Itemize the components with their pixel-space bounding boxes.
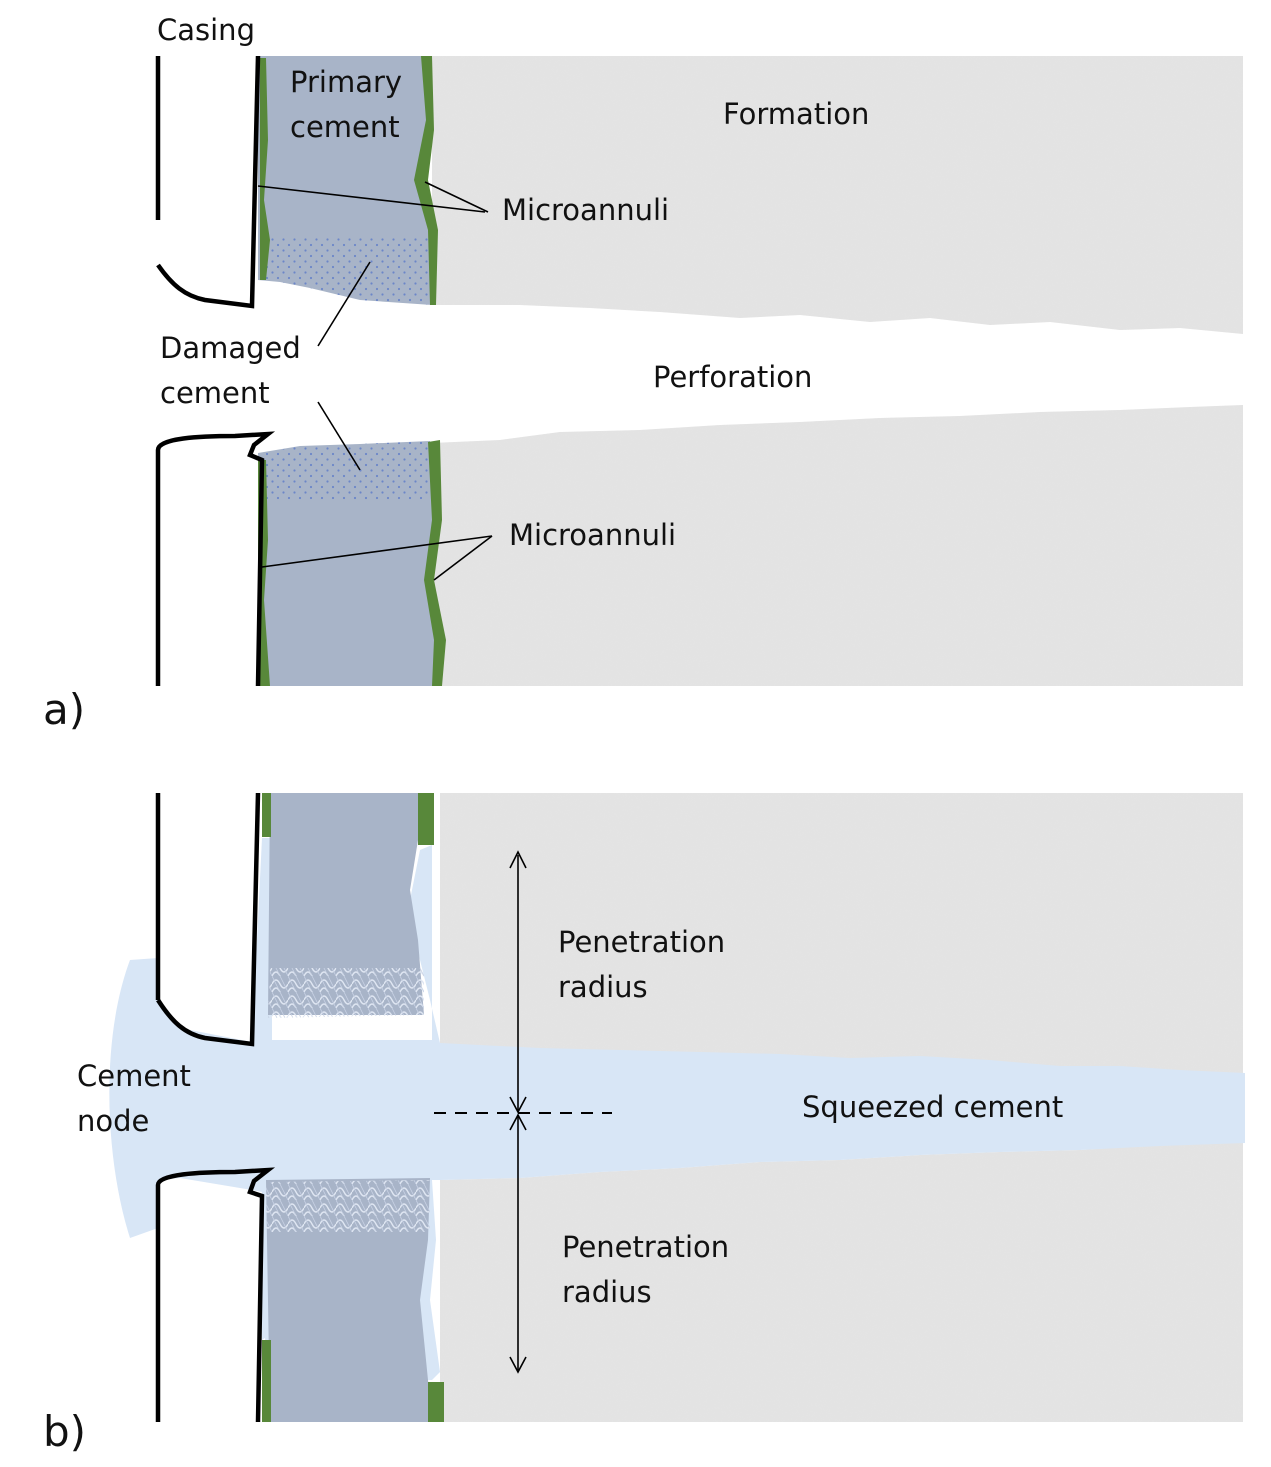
- perforation-label: Perforation: [653, 360, 813, 394]
- panel-b-label: b): [43, 1407, 87, 1456]
- microannuli-label-lower: Microannuli: [509, 518, 677, 552]
- microannuli-leader-1: [257, 185, 486, 213]
- casing-wall-lower-b: [155, 1167, 276, 1423]
- microannulus-formation-lower: [424, 440, 446, 686]
- damaged-cement-label-1: Damaged: [160, 331, 301, 365]
- damaged-cement-lower: [262, 441, 432, 502]
- casing-label: Casing: [157, 13, 255, 47]
- microannuli-leader-3: [261, 535, 493, 568]
- microannulus-casing-upper: [260, 58, 270, 280]
- damaged-cement-label-2: cement: [160, 376, 270, 410]
- casing-wall-lower: [155, 431, 276, 687]
- arrowhead-lower-top: [509, 1113, 527, 1131]
- microannulus-b-1: [262, 793, 271, 837]
- squeezed-cement-label: Squeezed cement: [802, 1090, 1064, 1124]
- penetration-radius-upper-1: Penetration: [558, 925, 726, 959]
- primary-cement-label-1: Primary: [290, 65, 403, 99]
- primary-cement-lower-b: [266, 1178, 432, 1422]
- microannulus-b-4: [428, 1382, 444, 1422]
- panel-a: [155, 55, 1243, 687]
- penetration-radius-lower-2: radius: [562, 1275, 652, 1309]
- primary-cement-lower: [258, 441, 440, 686]
- damaged-cement-upper: [262, 238, 432, 305]
- microannuli-label-upper: Microannuli: [502, 193, 670, 227]
- mesh-cement-lower: [266, 1180, 430, 1232]
- microannulus-b-2: [418, 793, 434, 845]
- casing-end-upper: [156, 55, 261, 309]
- microannulus-b-3: [262, 1340, 271, 1422]
- penetration-radius-upper-2: radius: [558, 970, 648, 1004]
- casing-end-upper-b: [156, 792, 261, 1047]
- microannuli-leader-2: [424, 181, 489, 213]
- formation-label: Formation: [723, 97, 870, 131]
- cement-node-label-2: node: [77, 1104, 150, 1138]
- damaged-leader-2: [317, 401, 361, 471]
- primary-cement-label-2: cement: [290, 110, 400, 144]
- penetration-radius-lower-1: Penetration: [562, 1230, 730, 1264]
- panel-b: [109, 792, 1246, 1423]
- mesh-cement-upper: [268, 968, 424, 1018]
- panel-a-label: a): [43, 685, 86, 734]
- arrowhead-lower-bottom: [509, 1356, 527, 1374]
- microannulus-formation-upper: [414, 56, 438, 305]
- cement-node-label-1: Cement: [77, 1059, 191, 1093]
- primary-cement-upper-b: [268, 793, 424, 1015]
- arrowhead-upper-top: [509, 850, 527, 869]
- damaged-leader-1: [317, 261, 371, 347]
- microannuli-leader-4: [433, 535, 493, 581]
